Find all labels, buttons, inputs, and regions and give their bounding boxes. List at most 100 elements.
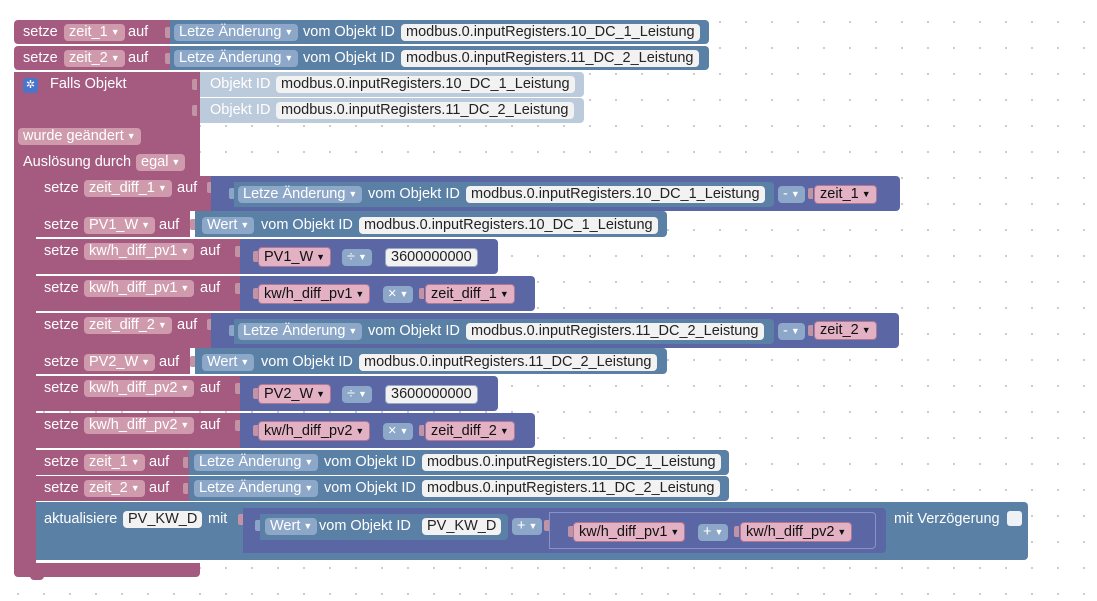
input-connector [165, 53, 170, 64]
operator-dropdown[interactable]: +▼ [698, 524, 729, 541]
object-id-field[interactable]: modbus.0.inputRegisters.10_DC_1_Leistung [401, 24, 700, 41]
chevron-down-icon: ▼ [670, 527, 680, 537]
variable-reference[interactable]: kw/h_diff_pv1▼ [573, 522, 686, 542]
object-id-field[interactable]: modbus.0.inputRegisters.11_DC_2_Leistung [359, 354, 657, 371]
input-connector [808, 325, 813, 336]
variable-dropdown[interactable]: zeit_1▼ [64, 24, 125, 41]
delay-checkbox[interactable] [1007, 511, 1022, 526]
variable-reference[interactable]: kw/h_diff_pv2▼ [258, 421, 371, 441]
setze-label: setze [44, 417, 79, 433]
input-connector [229, 325, 234, 336]
variable-dropdown[interactable]: kw/h_diff_pv1▼ [84, 243, 195, 260]
object-id-field[interactable]: modbus.0.inputRegisters.10_DC_1_Leistung [276, 76, 575, 93]
chevron-down-icon: ▼ [304, 457, 314, 467]
chevron-down-icon: ▼ [130, 483, 140, 493]
variable-dropdown[interactable]: PV1_W▼ [84, 217, 156, 234]
chevron-down-icon: ▼ [399, 289, 409, 299]
attribute-dropdown[interactable]: Letze Änderung▼ [194, 454, 319, 471]
input-connector [253, 288, 258, 299]
chevron-down-icon: ▼ [284, 53, 294, 63]
operator-dropdown[interactable]: -▼ [778, 323, 805, 340]
setze-label: setze [44, 243, 79, 259]
gear-icon[interactable]: ✲ [23, 78, 38, 93]
setze-label: setze [44, 480, 79, 496]
object-id-field[interactable]: modbus.0.inputRegisters.11_DC_2_Leistung [422, 480, 720, 497]
input-connector [238, 514, 243, 525]
variable-dropdown[interactable]: kw/h_diff_pv1▼ [84, 280, 195, 297]
variable-dropdown[interactable]: PV2_W▼ [84, 354, 156, 371]
trigger-source-dropdown[interactable]: egal▼ [136, 154, 186, 171]
object-id-field[interactable]: modbus.0.inputRegisters.10_DC_1_Leistung [359, 217, 658, 234]
input-connector [568, 526, 573, 537]
attribute-dropdown[interactable]: Wert▼ [265, 518, 318, 535]
chevron-down-icon: ▼ [240, 357, 250, 367]
chevron-down-icon: ▼ [357, 252, 367, 262]
operator-dropdown[interactable]: ×▼ [383, 423, 414, 440]
input-connector [419, 288, 424, 299]
trigger-mode-dropdown[interactable]: wurde geändert▼ [18, 128, 141, 145]
input-connector [229, 188, 234, 199]
variable-reference[interactable]: zeit_diff_2▼ [425, 421, 515, 441]
input-connector [253, 388, 258, 399]
variable-dropdown[interactable]: zeit_1▼ [84, 454, 145, 471]
input-connector [235, 383, 240, 394]
variable-reference[interactable]: PV2_W▼ [258, 384, 332, 404]
operator-dropdown[interactable]: ÷▼ [342, 249, 372, 266]
chevron-down-icon: ▼ [130, 457, 140, 467]
variable-reference[interactable]: zeit_2▼ [814, 321, 877, 340]
variable-reference[interactable]: kw/h_diff_pv1▼ [258, 284, 371, 304]
input-connector [183, 457, 188, 468]
auf-label: auf [128, 50, 149, 66]
object-id-field[interactable]: modbus.0.inputRegisters.10_DC_1_Leistung [466, 186, 765, 203]
object-id-field[interactable]: PV_KW_D [123, 511, 203, 528]
variable-dropdown[interactable]: zeit_2▼ [84, 480, 145, 497]
variable-dropdown[interactable]: kw/h_diff_pv2▼ [84, 380, 195, 397]
variable-reference[interactable]: PV1_W▼ [258, 247, 332, 267]
operator-dropdown[interactable]: -▼ [778, 186, 805, 203]
object-id-field[interactable]: modbus.0.inputRegisters.11_DC_2_Leistung [401, 50, 699, 67]
variable-dropdown[interactable]: zeit_2▼ [64, 50, 125, 67]
attribute-dropdown[interactable]: Letze Änderung▼ [238, 323, 363, 340]
chevron-down-icon: ▼ [141, 220, 151, 230]
input-connector [190, 356, 195, 367]
variable-reference[interactable]: zeit_diff_1▼ [425, 284, 515, 304]
variable-reference[interactable]: zeit_1▼ [814, 185, 877, 204]
variable-reference[interactable]: kw/h_diff_pv2▼ [740, 522, 853, 542]
vom-objekt-id-label: vom Objekt ID [303, 24, 395, 40]
chevron-down-icon: ▼ [861, 325, 871, 335]
vom-objekt-id-label: vom Objekt ID [261, 354, 353, 370]
input-connector [235, 420, 240, 431]
attribute-dropdown[interactable]: Wert▼ [202, 354, 255, 371]
number-field[interactable]: 3600000000 [385, 385, 478, 404]
vom-objekt-id-label: vom Objekt ID [368, 186, 460, 202]
chevron-down-icon: ▼ [157, 183, 167, 193]
variable-dropdown[interactable]: zeit_diff_1▼ [84, 180, 172, 197]
block-notch [30, 575, 44, 580]
variable-dropdown[interactable]: zeit_diff_2▼ [84, 317, 172, 334]
setze-label: setze [44, 317, 79, 333]
operator-dropdown[interactable]: ×▼ [383, 286, 414, 303]
chevron-down-icon: ▼ [316, 389, 326, 399]
attribute-dropdown[interactable]: Wert▼ [202, 217, 255, 234]
trigger-block-footer [14, 563, 200, 577]
chevron-down-icon: ▼ [357, 389, 367, 399]
chevron-down-icon: ▼ [180, 246, 190, 256]
object-id-field[interactable]: modbus.0.inputRegisters.10_DC_1_Leistung [422, 454, 721, 471]
chevron-down-icon: ▼ [790, 326, 800, 336]
attribute-dropdown[interactable]: Letze Änderung▼ [238, 186, 363, 203]
object-id-field[interactable]: PV_KW_D [422, 518, 502, 535]
operator-dropdown[interactable]: +▼ [512, 518, 543, 535]
input-connector [207, 319, 212, 330]
object-id-field[interactable]: modbus.0.inputRegisters.11_DC_2_Leistung [466, 323, 764, 340]
attribute-dropdown[interactable]: Letze Änderung▼ [174, 24, 299, 41]
aktualisiere-label: aktualisiere [44, 511, 118, 527]
auf-label: auf [177, 317, 198, 333]
attribute-dropdown[interactable]: Letze Änderung▼ [174, 50, 299, 67]
attribute-dropdown[interactable]: Letze Änderung▼ [194, 480, 319, 497]
operator-dropdown[interactable]: ÷▼ [342, 386, 372, 403]
variable-dropdown[interactable]: kw/h_diff_pv2▼ [84, 417, 195, 434]
input-connector [808, 188, 813, 199]
object-id-field[interactable]: modbus.0.inputRegisters.11_DC_2_Leistung [276, 102, 574, 119]
chevron-down-icon: ▼ [399, 426, 409, 436]
number-field[interactable]: 3600000000 [385, 248, 478, 267]
